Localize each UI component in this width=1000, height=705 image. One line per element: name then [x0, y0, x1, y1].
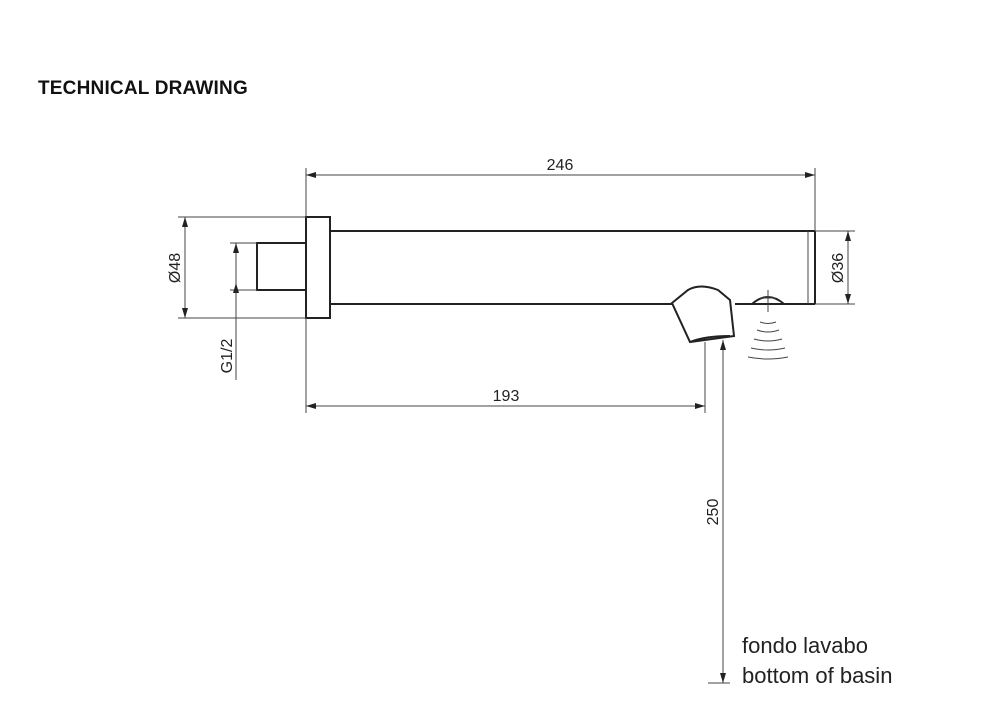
drawing-title: TECHNICAL DRAWING — [38, 78, 248, 99]
wall-flange — [305, 216, 331, 319]
dimension-thread: G1/2 — [219, 242, 257, 380]
sensor-icon — [747, 290, 789, 360]
dim-label-g12: G1/2 — [219, 339, 236, 374]
threaded-connector — [256, 242, 307, 291]
dim-label-d36: Ø36 — [830, 253, 847, 283]
dim-label-193: 193 — [493, 388, 520, 405]
dim-label-d48: Ø48 — [167, 253, 184, 283]
dim-label-246: 246 — [547, 157, 574, 174]
dimension-flange-diameter: Ø48 — [167, 216, 306, 319]
note-basin-it: fondo lavabo — [742, 633, 868, 658]
dimension-overall-length: 246 — [305, 157, 816, 231]
dimension-outlet-distance: 193 — [305, 318, 706, 413]
spout-body — [256, 216, 816, 319]
note-basin-en: bottom of basin — [742, 663, 892, 688]
dim-label-250: 250 — [705, 499, 722, 526]
dimension-spout-diameter: Ø36 — [815, 230, 855, 305]
aerator-outlet — [670, 285, 736, 344]
dimension-height-above-basin: 250 — [705, 340, 730, 684]
